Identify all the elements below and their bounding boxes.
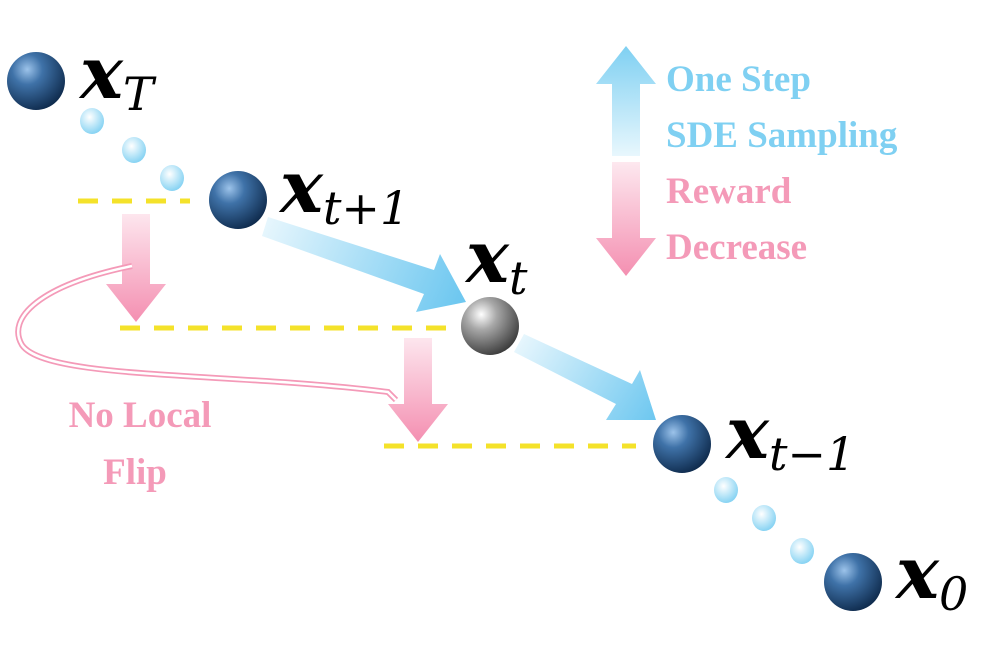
- reward-decrease-arrow-2: [388, 338, 448, 442]
- node-xt: [461, 297, 519, 355]
- node-xtm1: [653, 415, 711, 473]
- trajectory-dots-top: [80, 108, 184, 191]
- sampling-arrow-2: [514, 334, 656, 420]
- no-local-flip-curve: [15, 263, 399, 403]
- legend-arrow-down: [596, 162, 656, 276]
- node-xt1: [209, 171, 267, 229]
- label-xT-sub: T: [123, 67, 157, 121]
- legend-sampling-line1: One Step: [666, 59, 811, 100]
- label-xT: xT: [78, 30, 157, 121]
- label-xt: xt: [464, 214, 528, 305]
- label-xtm1-base: x: [724, 390, 770, 475]
- annotation-line2: Flip: [103, 452, 167, 493]
- label-xt1: xt+1: [278, 144, 409, 235]
- label-xt-sub: t: [509, 251, 528, 305]
- legend-sampling-line2: SDE Sampling: [666, 115, 898, 156]
- trajectory-dots-bottom: [714, 477, 814, 564]
- legend-reward-line2: Decrease: [666, 227, 807, 268]
- node-xT: [7, 52, 65, 110]
- label-xt-base: x: [464, 214, 510, 299]
- label-x0: x0: [894, 530, 968, 621]
- label-x0-base: x: [894, 530, 940, 615]
- label-xt1-sub: t+1: [323, 181, 409, 235]
- label-xt1-base: x: [278, 144, 324, 229]
- label-x0-sub: 0: [939, 567, 968, 621]
- label-xtm1-sub: t−1: [769, 427, 855, 481]
- legend-reward-line1: Reward: [666, 171, 792, 212]
- reward-decrease-arrow-1: [106, 214, 166, 322]
- sampling-arrow-1: [262, 217, 466, 312]
- legend-arrow-up: [596, 46, 656, 156]
- no-local-flip-curve-inner: [16, 264, 397, 401]
- node-x0: [824, 553, 882, 611]
- label-xT-base: x: [78, 30, 124, 115]
- annotation-line1: No Local: [69, 395, 212, 436]
- label-xtm1: xt−1: [724, 390, 855, 481]
